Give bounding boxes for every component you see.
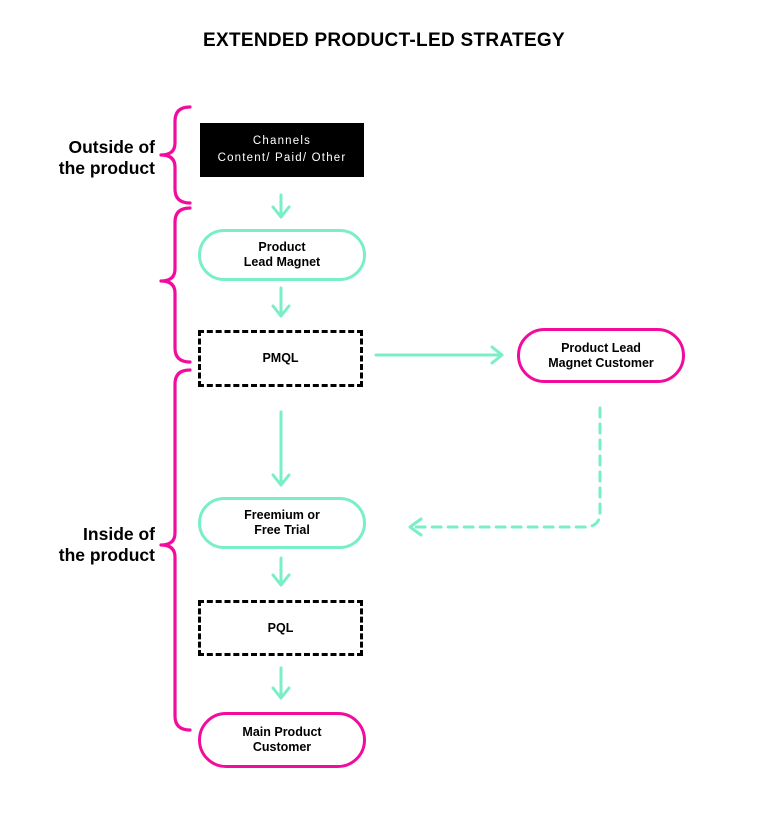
arrow-pmql-to-freemium <box>271 410 291 487</box>
brace-outside <box>159 105 192 205</box>
outside-of-product-label: Outside of the product <box>20 137 155 179</box>
node-plm-line2: Lead Magnet <box>243 255 321 269</box>
outside-label-line1: Outside of <box>68 137 155 157</box>
arrow-channels-to-plm <box>271 193 291 219</box>
node-channels-line2: Content/ Paid/ Other <box>217 152 347 164</box>
dashed-arrow-plmc-to-freemium <box>408 406 602 537</box>
node-pmql: PMQL <box>198 330 363 387</box>
arrow-pql-to-main <box>271 666 291 700</box>
node-pmql-label: PMQL <box>262 351 299 365</box>
inside-label-line2: the product <box>58 545 155 565</box>
arrow-freemium-to-pql <box>271 556 291 587</box>
inside-of-product-label: Inside of the product <box>20 524 155 566</box>
node-main-line1: Main Product <box>242 725 322 739</box>
node-freemium-or-free-trial: Freemium or Free Trial <box>198 497 366 549</box>
node-plmc-line2: Magnet Customer <box>548 355 654 370</box>
node-pql-label: PQL <box>267 620 294 635</box>
outside-label-line2: the product <box>58 158 155 178</box>
node-plmc-line1: Product Lead <box>561 340 641 355</box>
node-channels: Channels Content/ Paid/ Other <box>200 123 364 177</box>
node-pql: PQL <box>198 600 363 656</box>
node-freemium-line2: Free Trial <box>254 523 310 537</box>
node-main-product-customer: Main Product Customer <box>198 712 366 768</box>
node-product-lead-magnet: Product Lead Magnet <box>198 229 366 281</box>
page-title: EXTENDED PRODUCT-LED STRATEGY <box>203 30 565 51</box>
node-channels-line1: Channels <box>252 135 312 147</box>
arrow-pmql-to-plmc <box>374 345 504 365</box>
node-main-line2: Customer <box>252 740 312 754</box>
brace-middle <box>159 206 192 364</box>
node-freemium-line1: Freemium or <box>244 508 320 522</box>
node-plm-line1: Product <box>258 240 306 254</box>
node-product-lead-magnet-customer: Product Lead Magnet Customer <box>517 328 685 383</box>
brace-inside <box>159 368 192 732</box>
inside-label-line1: Inside of <box>83 524 155 544</box>
arrow-plm-to-pmql <box>271 286 291 318</box>
